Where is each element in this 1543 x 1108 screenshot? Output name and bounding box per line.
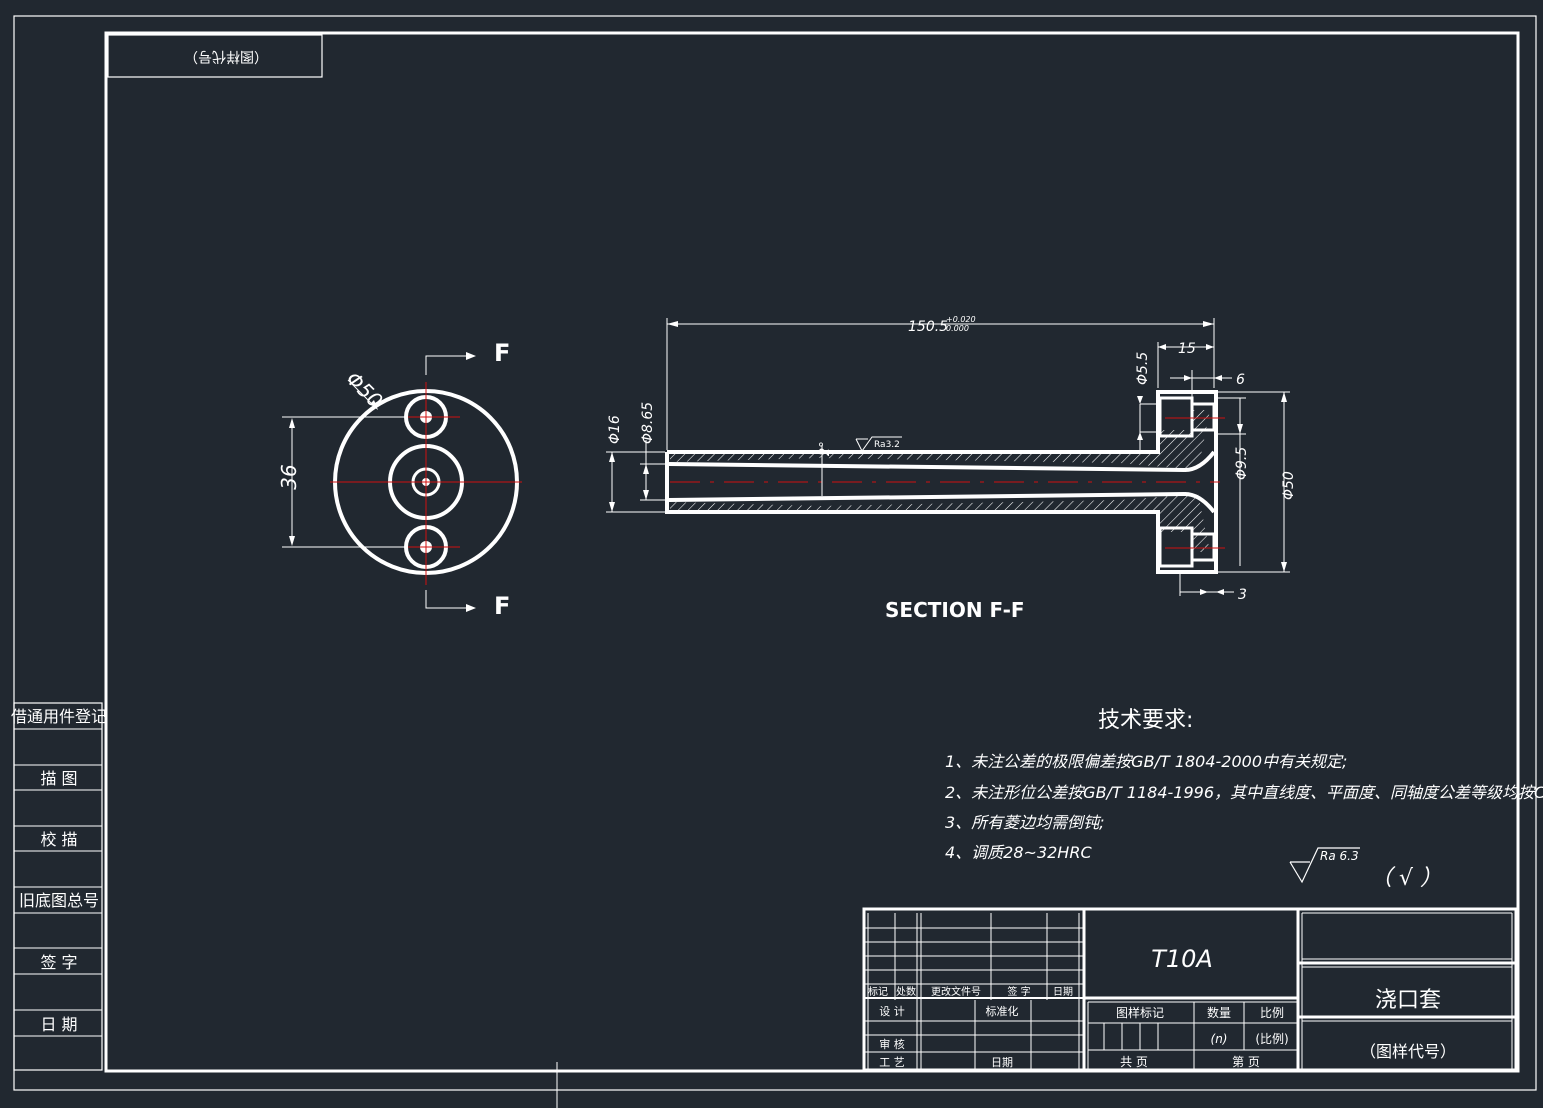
panel-label: 旧底图总号 [19, 891, 99, 910]
tech-item: 4、调质28~32HRC [945, 843, 1092, 862]
panel-label: 日 期 [40, 1015, 77, 1034]
mid-header: 数量 [1207, 1005, 1231, 1020]
sheet-inner-frame [104, 31, 1520, 1073]
tech-item: 1、未注公差的极限偏差按GB/T 1804-2000中有关规定; [945, 752, 1347, 771]
top-code-label: （图样代号） [184, 48, 268, 64]
tech-item: 3、所有菱边均需倒钝; [945, 813, 1105, 832]
dim-length-tol-upper: +0.020 [946, 315, 976, 324]
dim-15: 15 [1178, 341, 1196, 357]
dim-phi50-section: Φ50 [1281, 471, 1297, 500]
top-code-box [107, 34, 323, 78]
qty-value: (n) [1211, 1032, 1228, 1046]
part-name: 浇口套 [1375, 988, 1441, 1013]
tech-heading: 技术要求: [1098, 708, 1193, 733]
section-mark-top: F [494, 339, 510, 367]
rev-header: 更改文件号 [931, 985, 981, 998]
total-pages: 共 页 [1120, 1055, 1148, 1069]
mid-header: 比例 [1260, 1006, 1284, 1020]
left-panel: 借通用件登记 描 图 校 描 旧底图总号 签 字 日 期 [11, 702, 107, 1071]
section-title: SECTION F-F [885, 598, 1025, 622]
section-view: 150.5 +0.020 0.000 15 6 3 Φ5.5 Φ9.5 [606, 315, 1297, 622]
roughness-default-label: Ra 6.3 [1320, 849, 1359, 863]
dim-36: 36 [277, 464, 301, 489]
panel-label: 校 描 [40, 830, 77, 849]
panel-label: 借通用件登记 [11, 707, 107, 726]
page-number: 第 页 [1232, 1055, 1260, 1069]
dim-angle: 2° [818, 441, 833, 456]
row-label: 标准化 [986, 1004, 1019, 1018]
dim-phi865: Φ8.65 [640, 402, 656, 444]
scale-value: (比例) [1255, 1032, 1288, 1046]
panel-label: 描 图 [40, 769, 77, 788]
row-label: 工 艺 [879, 1056, 905, 1069]
rev-header: 日期 [1053, 986, 1073, 998]
rev-header: 签 字 [1007, 985, 1030, 998]
dim-phi16: Φ16 [607, 415, 623, 444]
roughness-label: Ra3.2 [874, 440, 900, 450]
front-view: 36 Φ50 F F [277, 339, 522, 620]
rev-header: 标记 [868, 986, 888, 998]
sheet-outer-frame [13, 15, 1537, 1091]
dim-phi55: Φ5.5 [1135, 352, 1151, 385]
title-block: 标记 处数 更改文件号 签 字 日期 设 计 标准化 审 核 工 艺 日期 图样… [862, 907, 1518, 1072]
tech-requirements: 技术要求: 1、未注公差的极限偏差按GB/T 1804-2000中有关规定; 2… [945, 708, 1543, 891]
dim-phi50: Φ50 [341, 367, 387, 413]
mid-header: 图样标记 [1116, 1005, 1164, 1020]
dim-3: 3 [1238, 587, 1247, 603]
section-mark-bottom: F [494, 592, 510, 620]
panel-label: 签 字 [40, 953, 77, 972]
roughness-symbol [855, 436, 902, 452]
rev-header: 处数 [896, 985, 916, 998]
row-label: 日期 [991, 1056, 1013, 1069]
row-label: 设 计 [879, 1005, 905, 1018]
row-label: 审 核 [879, 1037, 905, 1051]
dim-length-tol-lower: 0.000 [946, 324, 969, 333]
dim-length: 150.5 [908, 319, 948, 335]
roughness-paren: （ √ ） [1370, 866, 1442, 891]
upper-wall-hatch [670, 410, 1210, 470]
material: T10A [1151, 945, 1213, 973]
tech-item: 2、未注形位公差按GB/T 1184-1996，其中直线度、平面度、同轴度公差等… [945, 783, 1543, 802]
roughness-default-symbol [1289, 847, 1360, 884]
dim-6: 6 [1236, 372, 1245, 388]
dim-phi95: Φ9.5 [1234, 447, 1250, 480]
drawing-code: （图样代号） [1360, 1042, 1456, 1061]
lower-wall-hatch [670, 494, 1210, 552]
